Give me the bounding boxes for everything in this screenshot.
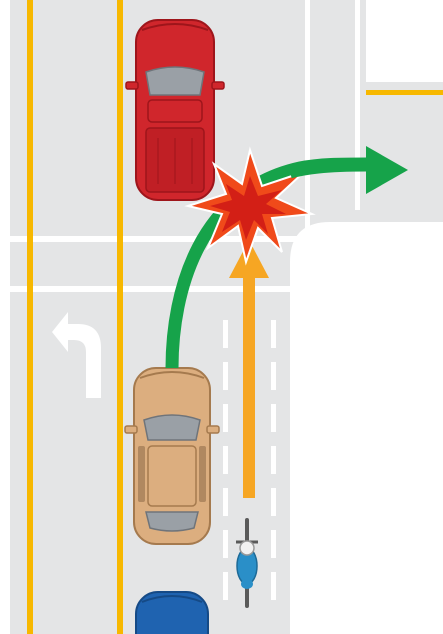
yellow-lane-line-right <box>117 0 123 634</box>
bike-lane-dashes-left <box>223 320 228 600</box>
crosswalk-line-upper <box>10 236 310 242</box>
sidewalk-corner <box>290 222 443 634</box>
cross-street-yellow-line <box>366 90 443 95</box>
left-edge-margin <box>0 0 10 634</box>
sidewalk-top-right <box>366 0 443 82</box>
upper-lane-line-2 <box>355 0 360 210</box>
yellow-center-line-left <box>27 0 33 634</box>
bike-lane-dashes-right <box>271 320 276 600</box>
turn-arrow-over-burst <box>290 165 366 172</box>
blue-car <box>136 592 208 634</box>
red-pickup-truck <box>126 20 224 200</box>
upper-lane-line-1 <box>305 0 310 236</box>
upper-curb-line <box>366 0 370 82</box>
tan-suv <box>125 368 219 544</box>
